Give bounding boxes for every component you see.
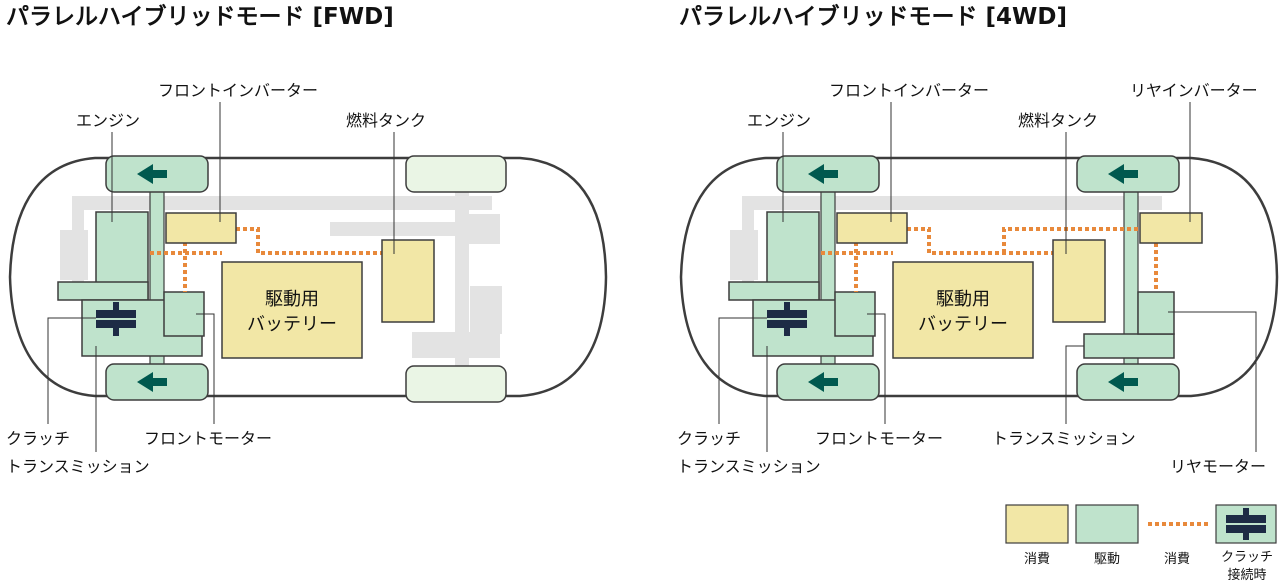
legend-flow-label: 消費 (1164, 552, 1190, 567)
awd-car-body (679, 156, 1279, 398)
fwd-label-fuel-tank: 燃料タンク (346, 111, 426, 130)
fwd-label-front-inverter: フロントインバーター (158, 81, 318, 100)
awd-fuel-tank-block (1052, 239, 1106, 323)
awd-chassis-frame (730, 196, 1162, 284)
awd-label-engine: エンジン (747, 111, 811, 130)
awd-label-transmission: トランスミッション (677, 457, 821, 476)
fwd-label-transmission: トランスミッション (6, 457, 150, 476)
fwd-rear-wheel-top (405, 155, 507, 193)
fwd-engine-base (57, 281, 149, 301)
awd-power-flow (821, 227, 1158, 292)
fwd-battery-block (221, 261, 363, 359)
awd-battery-label-2: バッテリー (918, 314, 1008, 335)
legend-clutch-icon (1226, 508, 1266, 540)
fwd-label-engine: エンジン (76, 111, 140, 130)
legend-consume-label: 消費 (1024, 552, 1050, 567)
fwd-rear-wheel-bottom (405, 365, 507, 403)
awd-battery-block (892, 261, 1034, 359)
awd-diagram: パラレルハイブリッドモード [4WD] (677, 3, 1279, 476)
legend-clutch-label-2: 接続時 (1227, 567, 1266, 583)
awd-label-clutch: クラッチ (677, 429, 741, 448)
awd-leader-lines (718, 102, 1257, 452)
fwd-label-clutch: クラッチ (6, 429, 70, 448)
fwd-label-front-motor: フロントモーター (144, 429, 272, 448)
awd-label-fuel-tank: 燃料タンク (1018, 111, 1098, 130)
awd-rear-inverter-block (1139, 212, 1203, 244)
fwd-fuel-tank-block (381, 239, 435, 323)
awd-label-rear-transmission: トランスミッション (992, 429, 1136, 448)
fwd-car-body (8, 156, 608, 398)
fwd-clutch-icon (96, 302, 136, 336)
fwd-leader-lines (47, 102, 395, 452)
fwd-battery-label-1: 駆動用 (265, 289, 319, 310)
awd-rear-motor-block (1137, 291, 1175, 335)
awd-clutch-icon (767, 302, 807, 336)
legend-clutch-label-1: クラッチ (1221, 550, 1273, 565)
legend: 消費 駆動 消費 クラッチ 接続時 (1005, 504, 1277, 583)
legend-consume-swatch (1005, 504, 1069, 544)
fwd-front-inverter-block (165, 212, 237, 244)
fwd-chassis-frame (60, 186, 502, 372)
awd-label-front-motor: フロントモーター (815, 429, 943, 448)
awd-rear-transmission-block (1083, 333, 1175, 359)
fwd-battery-label-2: バッテリー (247, 314, 337, 335)
awd-front-inverter-block (836, 212, 908, 244)
legend-drive-swatch (1075, 504, 1139, 544)
fwd-diagram: パラレルハイブリッドモード [FWD] (6, 3, 608, 476)
fwd-title: パラレルハイブリッドモード [FWD] (6, 3, 394, 30)
fwd-power-flow (150, 227, 382, 292)
awd-engine-base (728, 281, 820, 301)
awd-battery-label-1: 駆動用 (936, 289, 990, 310)
awd-title: パラレルハイブリッドモード [4WD] (679, 3, 1067, 30)
awd-label-rear-inverter: リヤインバーター (1130, 81, 1258, 100)
awd-label-rear-motor: リヤモーター (1170, 457, 1266, 476)
awd-label-front-inverter: フロントインバーター (829, 81, 989, 100)
legend-drive-label: 駆動 (1094, 552, 1120, 567)
